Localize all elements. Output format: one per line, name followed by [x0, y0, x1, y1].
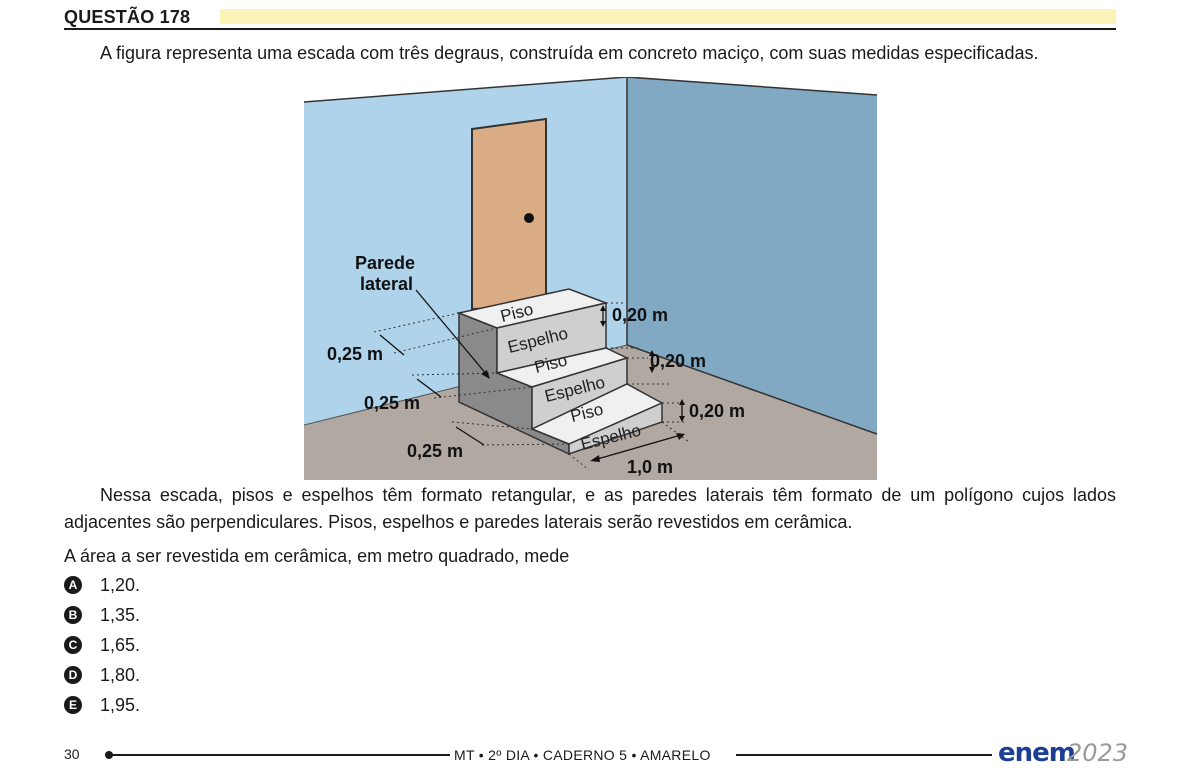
option-c-text: 1,65. — [100, 635, 141, 655]
option-d-letter: D — [64, 666, 82, 684]
question-intro: A figura representa uma escada com três … — [100, 43, 1039, 63]
wall-label-line2: lateral — [360, 274, 413, 294]
option-e[interactable]: E 1,95. — [64, 693, 140, 717]
option-c-letter: C — [64, 636, 82, 654]
option-a[interactable]: A 1,20. — [64, 573, 140, 597]
question-prompt: A área a ser revestida em cerâmica, em m… — [64, 546, 570, 566]
header-highlight-bar — [220, 9, 1116, 24]
tread-depth-label-2: 0,25 m — [364, 393, 420, 413]
option-a-letter: A — [64, 576, 82, 594]
footer-caption: MT • 2º DIA • CADERNO 5 • AMARELO — [454, 747, 711, 763]
header-rule — [64, 28, 1116, 30]
tread-depth-label-1: 0,25 m — [327, 344, 383, 364]
tread-depth-label-3: 0,25 m — [407, 441, 463, 461]
option-e-letter: E — [64, 696, 82, 714]
option-d[interactable]: D 1,80. — [64, 663, 140, 687]
option-b-letter: B — [64, 606, 82, 624]
option-d-text: 1,80. — [100, 665, 141, 685]
option-a-text: 1,20. — [100, 575, 141, 595]
wall-label-line1: Parede — [355, 253, 415, 273]
question-header: QUESTÃO 178 — [64, 6, 1116, 30]
footer-rule-right — [736, 754, 992, 756]
footer-rule-left — [110, 754, 450, 756]
enem-logo: enem — [998, 738, 1076, 768]
question-body: Nessa escada, pisos e espelhos têm forma… — [64, 485, 1116, 532]
width-label: 1,0 m — [627, 457, 673, 477]
page-number: 30 — [64, 746, 80, 762]
riser-height-label-3: 0,20 m — [689, 401, 745, 421]
page-footer: 30 MT • 2º DIA • CADERNO 5 • AMARELO ene… — [64, 738, 1128, 768]
footer-dot — [105, 751, 113, 759]
riser-height-label-2: 0,20 m — [650, 351, 706, 371]
question-label: QUESTÃO 178 — [64, 7, 191, 27]
enem-year: 2023 — [1067, 739, 1129, 767]
option-b-text: 1,35. — [100, 605, 141, 625]
option-e-text: 1,95. — [100, 695, 141, 715]
option-c[interactable]: C 1,65. — [64, 633, 140, 657]
door-knob-icon — [524, 213, 534, 223]
door — [471, 117, 547, 311]
option-b[interactable]: B 1,35. — [64, 603, 140, 627]
riser-height-label-1: 0,20 m — [612, 305, 668, 325]
right-wall — [627, 77, 877, 434]
staircase-figure: Piso Espelho Piso Espelho Piso Espelho — [304, 77, 877, 480]
